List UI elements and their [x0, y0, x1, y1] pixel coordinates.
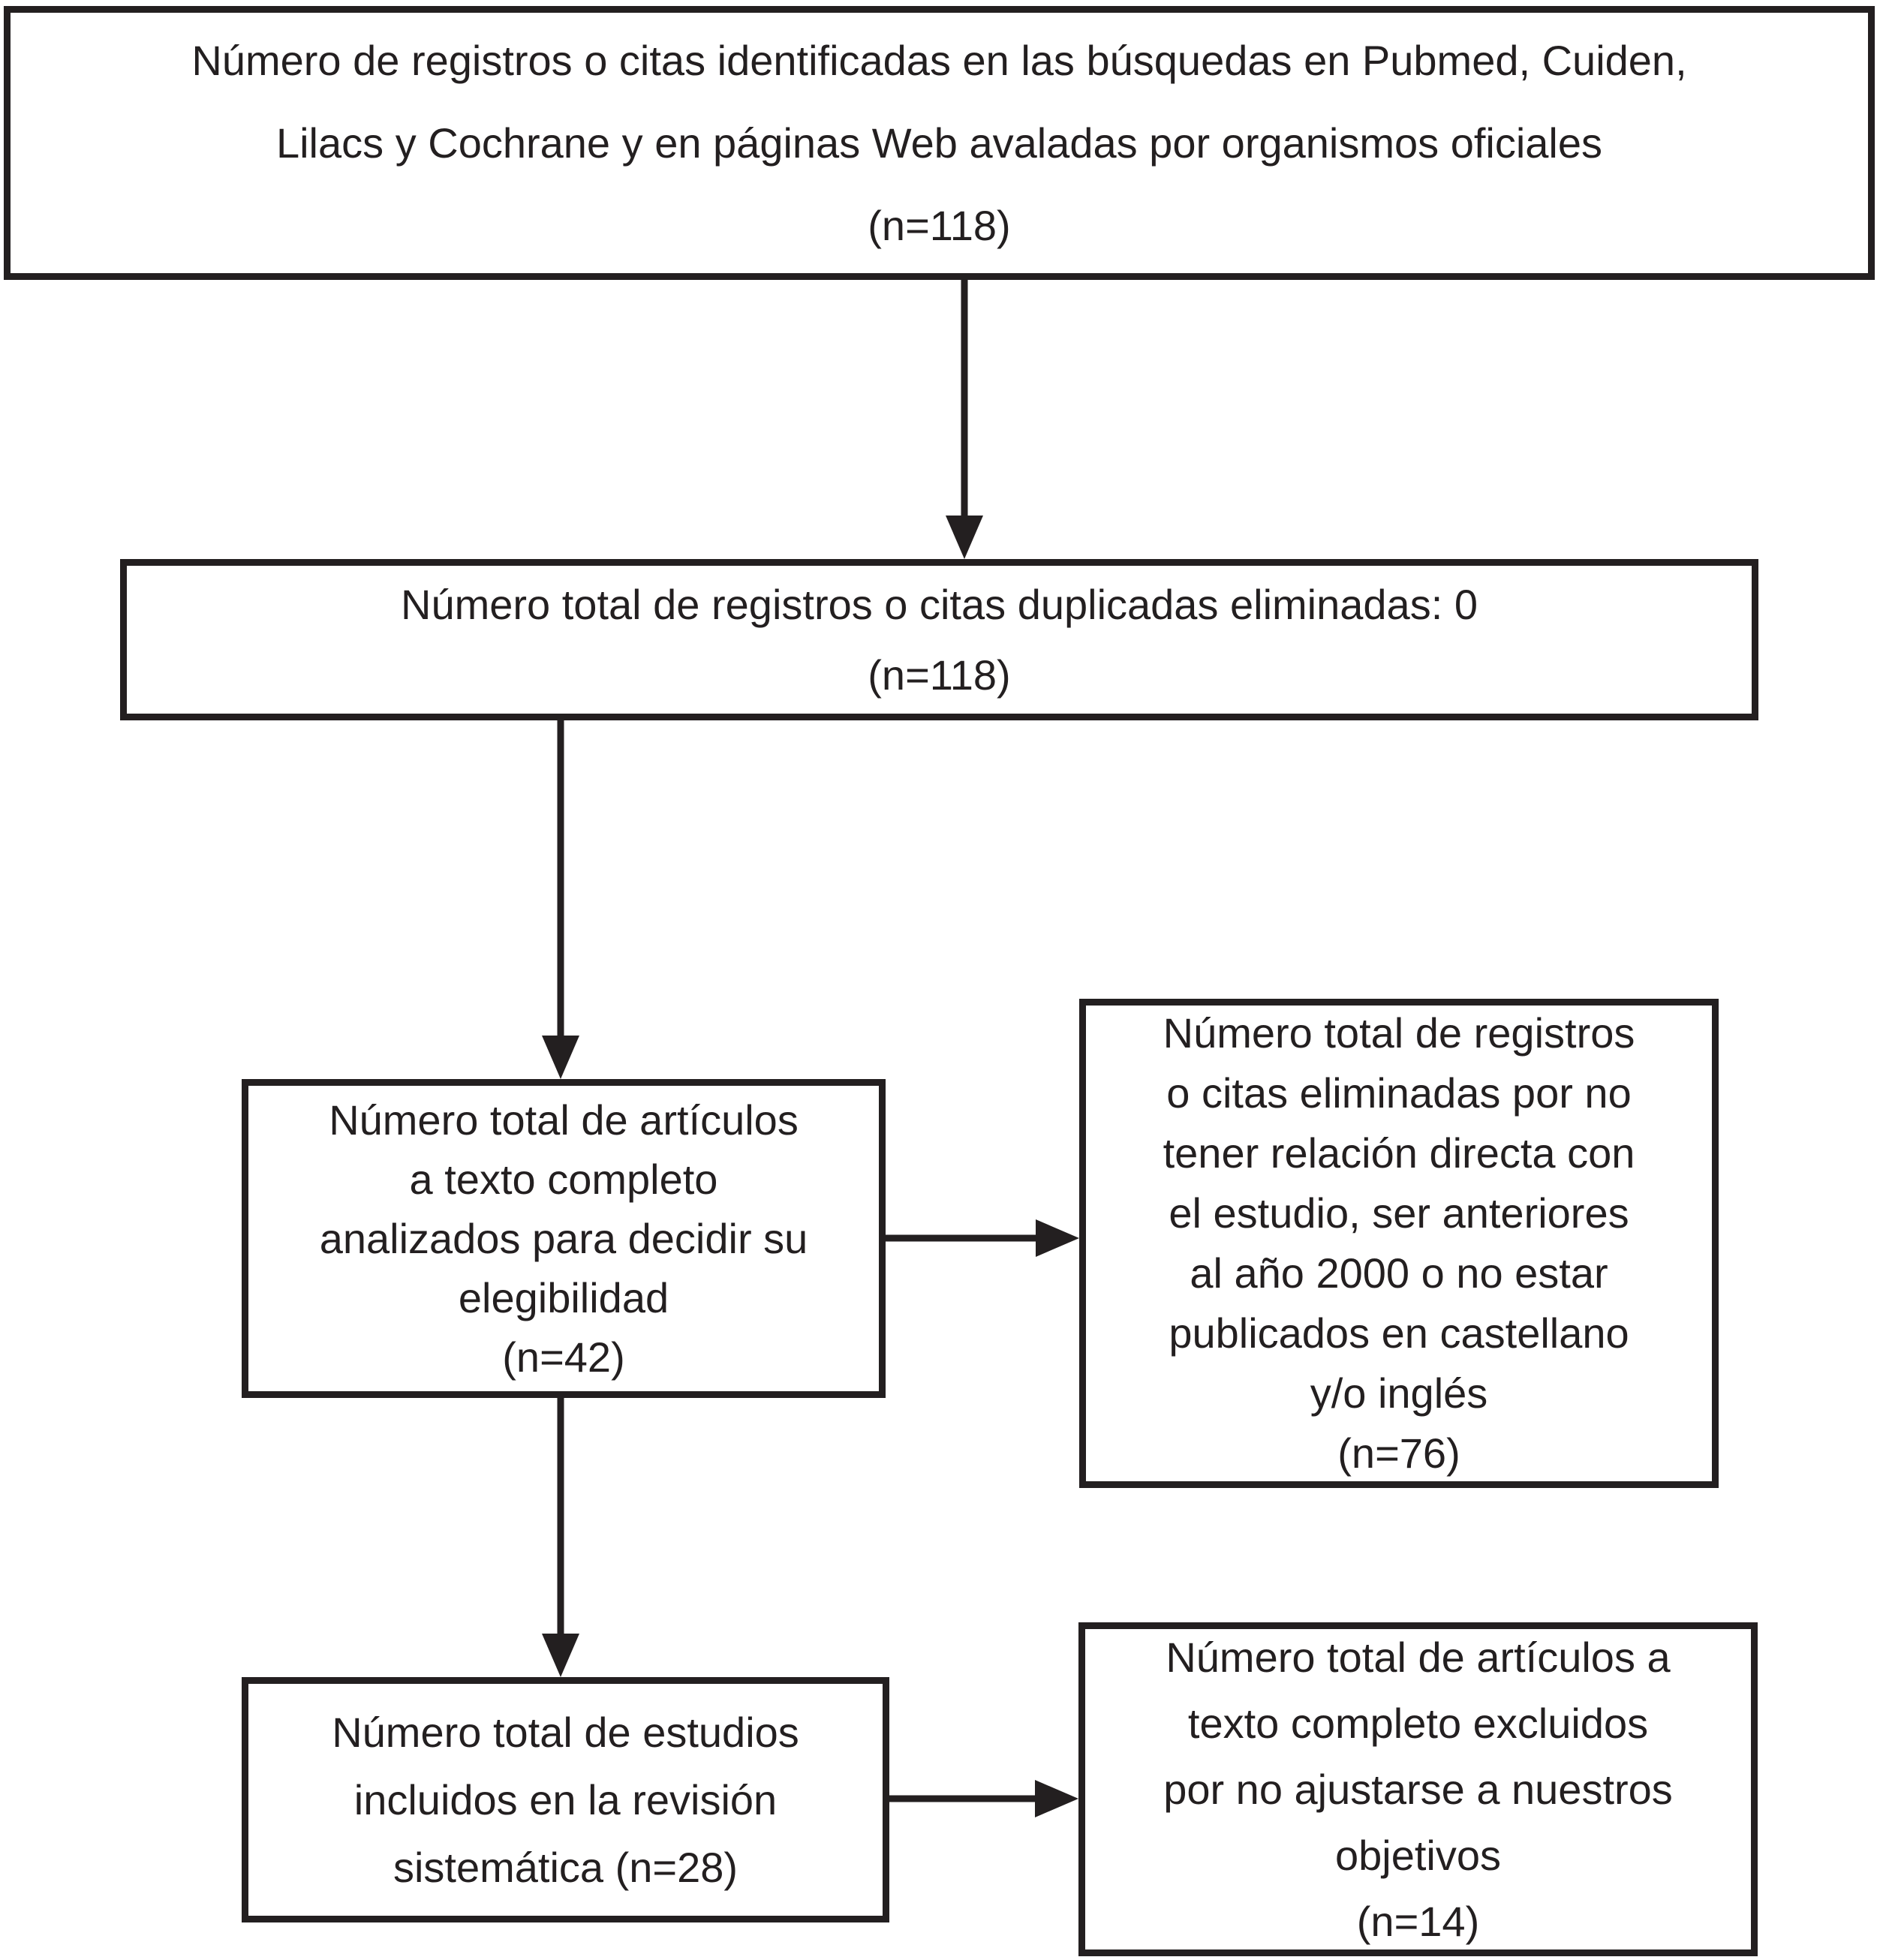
box-n-value: (n=76) [1337, 1429, 1460, 1477]
box-text-line: incluidos en la revisión [353, 1775, 778, 1823]
arrow-right-icon [889, 1780, 1078, 1817]
box-n-value: (n=42) [502, 1333, 625, 1381]
box-text-line: el estudio, ser anteriores [1169, 1189, 1629, 1237]
box-studies-included: Número total de estudios incluidos en la… [242, 1677, 889, 1922]
arrow-down-icon [542, 720, 579, 1079]
box-text-line: Número de registros o citas identificada… [191, 36, 1687, 84]
box-text-line: elegibilidad [458, 1274, 669, 1321]
box-text-line: analizados para decidir su [319, 1215, 808, 1262]
box-text-line: texto completo excluidos [1187, 1699, 1649, 1747]
box-text-line: Número total de artículos a [1166, 1633, 1671, 1681]
box-fulltext-excluded: Número total de artículos a texto comple… [1078, 1622, 1758, 1956]
box-n-value: (n=14) [1356, 1897, 1480, 1945]
box-text-line: o citas eliminadas por no [1166, 1069, 1632, 1117]
arrow-down-icon [542, 1398, 579, 1677]
box-records-excluded: Número total de registros o citas elimin… [1079, 999, 1719, 1488]
box-n-value: (n=118) [868, 201, 1011, 249]
box-text-line: Número total de estudios [332, 1708, 799, 1756]
arrow-right-icon [886, 1219, 1079, 1257]
box-fulltext-assessed: Número total de artículos a texto comple… [242, 1079, 886, 1398]
box-text-line: tener relación directa con [1163, 1129, 1635, 1177]
box-text-line: sistemática (n=28) [393, 1843, 738, 1891]
box-text-line: Número total de registros [1163, 1009, 1635, 1057]
box-records-identified: Número de registros o citas identificada… [4, 6, 1875, 280]
box-text-line: por no ajustarse a nuestros [1163, 1765, 1673, 1813]
box-text-line: Número total de artículos [329, 1096, 799, 1144]
box-n-value: (n=118) [868, 651, 1011, 699]
box-text-line: Lilacs y Cochrane y en páginas Web avala… [275, 119, 1603, 167]
box-text-line: al año 2000 o no estar [1190, 1249, 1608, 1297]
box-text-line: objetivos [1334, 1831, 1502, 1879]
arrow-down-icon [946, 280, 983, 559]
box-duplicates-removed: Número total de registros o citas duplic… [120, 559, 1758, 720]
box-text-line: Número total de registros o citas duplic… [401, 580, 1478, 628]
box-text-line: y/o inglés [1310, 1369, 1488, 1417]
box-text-line: publicados en castellano [1169, 1309, 1629, 1357]
box-text-line: a texto completo [409, 1156, 718, 1203]
